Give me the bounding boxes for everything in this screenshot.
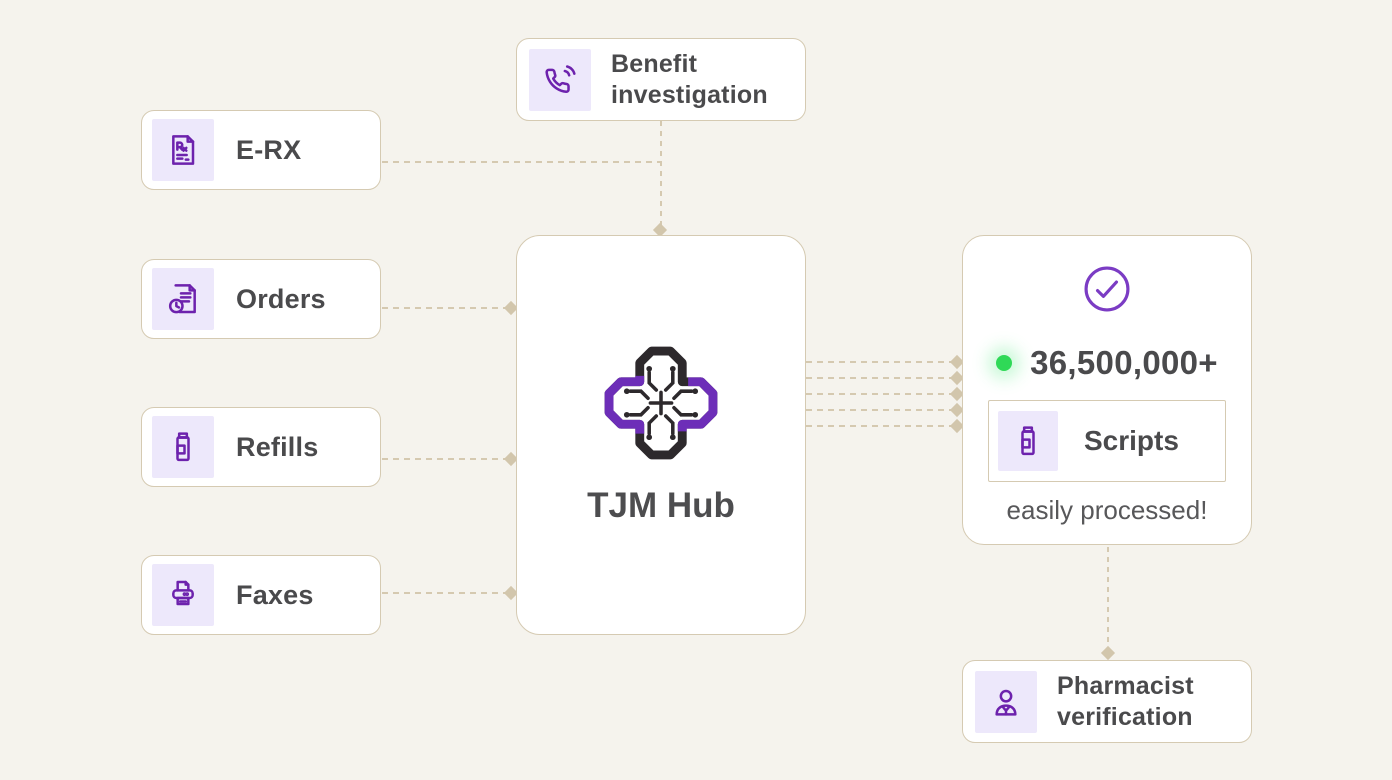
connector-benefit-to-hub — [660, 121, 662, 227]
check-circle-icon — [1084, 266, 1130, 312]
connector-refills-to-hub — [382, 458, 512, 460]
scripts-label: Scripts — [1084, 425, 1179, 456]
connector-result-to-pharmacist — [1107, 547, 1109, 649]
card-refills: Refills — [141, 407, 381, 487]
card-scripts-result: 36,500,000+ Scripts easily processed! — [962, 235, 1252, 545]
scripts-caption: easily processed! — [1006, 495, 1208, 525]
card-pharmacist-label: Pharmacist verification — [1057, 672, 1194, 731]
connector-orders-to-hub — [382, 307, 512, 309]
card-refills-label: Refills — [236, 431, 319, 462]
card-erx-label: E-RX — [236, 134, 302, 165]
document-clock-icon — [152, 268, 214, 330]
pill-bottle-icon — [152, 416, 214, 478]
connector-hub-to-result-5 — [806, 425, 956, 427]
card-benefit-investigation: Benefit investigation — [516, 38, 806, 121]
hub-title: TJM Hub — [587, 486, 735, 525]
connector-erx-to-hub — [382, 161, 662, 163]
connector-endpoint-diamond — [1100, 645, 1116, 661]
connector-faxes-to-hub — [382, 592, 512, 594]
card-benefit-label: Benefit investigation — [611, 50, 768, 109]
pill-bottle-icon — [998, 411, 1058, 471]
card-erx: E-RX — [141, 110, 381, 190]
connector-hub-to-result-1 — [806, 361, 956, 363]
phone-icon — [529, 48, 591, 111]
fax-printer-icon — [152, 564, 214, 626]
erx-document-icon — [152, 119, 214, 181]
card-pharmacist-verification: Pharmacist verification — [962, 660, 1252, 743]
card-orders-label: Orders — [236, 283, 326, 314]
card-faxes-label: Faxes — [236, 579, 314, 610]
connector-hub-to-result-3 — [806, 393, 956, 395]
connector-hub-to-result-2 — [806, 377, 956, 379]
scripts-box: Scripts — [988, 400, 1226, 482]
scripts-count-row: 36,500,000+ — [996, 344, 1218, 382]
pharmacist-person-icon — [975, 670, 1037, 733]
medical-cross-circuit-logo — [604, 346, 718, 460]
card-faxes: Faxes — [141, 555, 381, 635]
card-tjm-hub: TJM Hub — [516, 235, 806, 635]
scripts-count: 36,500,000+ — [1030, 344, 1218, 381]
connector-hub-to-result-4 — [806, 409, 956, 411]
green-status-dot — [996, 355, 1013, 371]
card-orders: Orders — [141, 259, 381, 339]
